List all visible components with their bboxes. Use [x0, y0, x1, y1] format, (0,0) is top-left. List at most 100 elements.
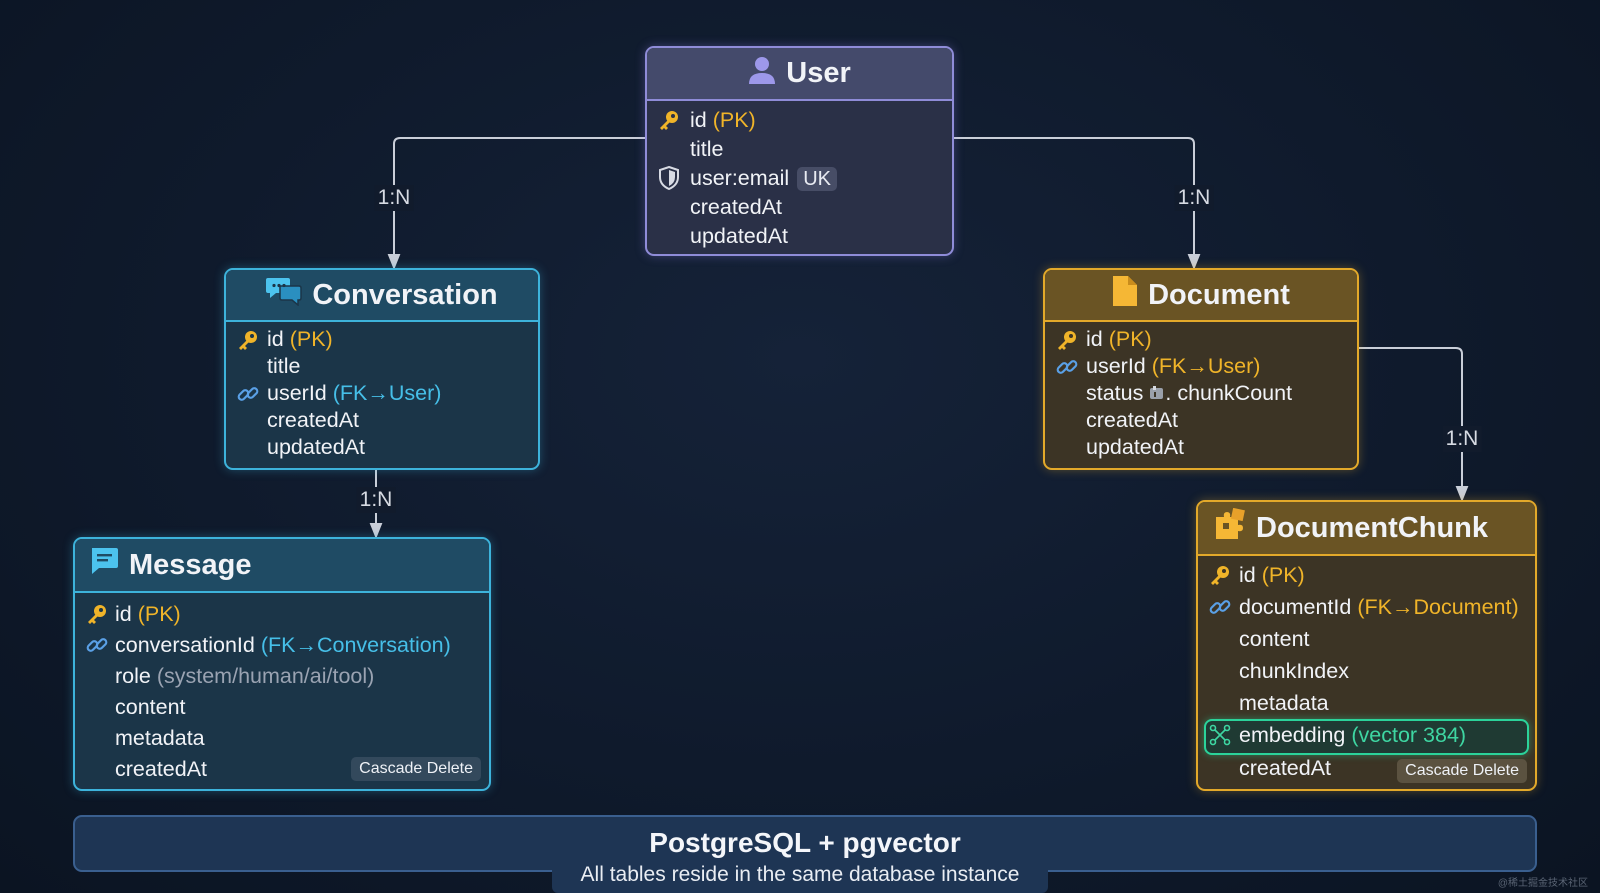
message-field-id-name: id	[115, 602, 132, 626]
entity-document-title: Document	[1148, 278, 1290, 311]
user-field-email: user:email UK	[647, 163, 952, 193]
key-icon	[1055, 328, 1079, 352]
entity-message-header: Message	[75, 539, 489, 593]
chunk-field-metadata-name: metadata	[1239, 691, 1329, 715]
cascade-delete-badge: Cascade Delete	[1397, 759, 1527, 783]
entity-user[interactable]: User id (PK) title user:email UK createdA…	[645, 46, 954, 256]
embedding-highlight	[1204, 719, 1529, 755]
conversation-field-id-note: (PK)	[289, 327, 333, 351]
vector-icon	[1208, 723, 1232, 747]
chunk-field-createdat-name: createdAt	[1239, 756, 1332, 780]
message-field-metadata-name: metadata	[115, 726, 205, 750]
relation-label-conversation-message: 1:N	[356, 487, 396, 513]
user-field-updatedat-name: updatedAt	[690, 223, 789, 248]
message-field-createdat-name: createdAt	[115, 757, 208, 781]
conversation-field-title-name: title	[267, 354, 301, 378]
document-field-status-name: status	[1086, 381, 1144, 405]
chat-bubbles-icon	[266, 276, 303, 314]
message-field-conversationid-name: conversationId	[115, 633, 255, 657]
user-field-id-note: (PK)	[712, 107, 756, 132]
user-icon	[748, 55, 776, 93]
message-field-role-note: (system/human/ai/tool)	[156, 664, 375, 688]
conversation-field-createdat-name: createdAt	[267, 408, 360, 432]
chunk-field-documentid: documentId (FK→Document)	[1198, 592, 1535, 623]
user-field-title-name: title	[690, 136, 724, 161]
link-icon	[1208, 595, 1232, 619]
key-icon	[1208, 563, 1232, 587]
counter-icon	[1149, 381, 1165, 405]
entity-message-title: Message	[129, 548, 252, 581]
puzzle-icon	[1214, 507, 1246, 548]
chunk-field-createdat: createdAt	[1198, 753, 1535, 784]
chunk-field-id-name: id	[1239, 563, 1256, 587]
footer-title: PostgreSQL + pgvector	[649, 827, 961, 858]
conversation-field-createdat: createdAt	[226, 407, 538, 434]
key-icon	[85, 602, 109, 626]
entity-documentchunk-header: DocumentChunk	[1198, 502, 1535, 556]
chunk-field-embedding-note: (vector 384)	[1351, 723, 1467, 747]
document-field-updatedat: updatedAt	[1045, 434, 1357, 461]
relation-label-user-conversation: 1:N	[374, 185, 414, 211]
document-field-createdat-name: createdAt	[1086, 408, 1179, 432]
watermark: @稀土掘金技术社区	[1497, 878, 1588, 889]
entity-user-header: User	[647, 48, 952, 101]
chunk-field-chunkindex-name: chunkIndex	[1239, 659, 1349, 683]
user-field-id: id (PK)	[647, 105, 952, 135]
chunk-field-metadata: metadata	[1198, 688, 1535, 719]
message-icon	[89, 546, 119, 584]
message-field-createdat: createdAt	[75, 754, 489, 785]
conversation-field-id: id (PK)	[226, 326, 538, 353]
message-field-content-name: content	[115, 695, 186, 719]
chunk-field-documentid-name: documentId	[1239, 595, 1352, 619]
key-icon	[236, 328, 260, 352]
conversation-field-userid: userId (FK→User)	[226, 380, 538, 407]
document-field-userid-note: (FK→User)	[1151, 354, 1261, 378]
message-field-role-name: role	[115, 664, 151, 688]
chunk-field-embedding: embedding (vector 384)	[1198, 720, 1535, 751]
link-icon	[85, 633, 109, 657]
connector-user-document	[954, 137, 1201, 270]
entity-message[interactable]: Message id (PK) conversationId (FK→Conve…	[73, 537, 491, 791]
conversation-field-updatedat-name: updatedAt	[267, 435, 366, 459]
entity-documentchunk[interactable]: DocumentChunk id (PK) documentId (FK→Doc…	[1196, 500, 1537, 791]
footer-subtitle: All tables reside in the same database i…	[552, 862, 1048, 893]
chunk-field-documentid-note: (FK→Document)	[1357, 595, 1519, 619]
conversation-field-updatedat: updatedAt	[226, 434, 538, 461]
entity-document[interactable]: Document id (PK) userId (FK→User) status…	[1043, 268, 1359, 470]
conversation-field-userid-name: userId	[267, 381, 327, 405]
message-field-id-note: (PK)	[137, 602, 181, 626]
entity-document-header: Document	[1045, 270, 1357, 322]
relation-label-user-document: 1:N	[1174, 185, 1214, 211]
unique-key-badge: UK	[797, 166, 837, 191]
link-icon	[1055, 355, 1079, 379]
document-field-id-note: (PK)	[1108, 327, 1152, 351]
message-field-role: role (system/human/ai/tool)	[75, 661, 489, 692]
cascade-delete-badge: Cascade Delete	[351, 757, 481, 781]
user-field-updatedat: updatedAt	[647, 221, 952, 251]
connector-user-conversation	[387, 137, 645, 270]
document-icon	[1112, 275, 1138, 315]
chunk-field-embedding-name: embedding	[1239, 723, 1346, 747]
entity-documentchunk-title: DocumentChunk	[1256, 511, 1488, 544]
document-field-createdat: createdAt	[1045, 407, 1357, 434]
document-field-id-name: id	[1086, 327, 1103, 351]
document-field-userid-name: userId	[1086, 354, 1146, 378]
user-field-id-name: id	[690, 107, 707, 132]
document-field-updatedat-name: updatedAt	[1086, 435, 1185, 459]
conversation-field-title: title	[226, 353, 538, 380]
chunk-field-id-note: (PK)	[1261, 563, 1305, 587]
user-field-createdat: createdAt	[647, 192, 952, 222]
entity-conversation-title: Conversation	[312, 278, 498, 311]
user-field-email-name: user:email	[690, 165, 790, 190]
entity-conversation[interactable]: Conversation id (PK) title userId (FK→Us…	[224, 268, 540, 470]
relation-label-document-chunk: 1:N	[1442, 426, 1482, 452]
conversation-field-userid-note: (FK→User)	[332, 381, 442, 405]
entity-user-title: User	[786, 57, 851, 89]
connector-document-chunk	[1359, 347, 1469, 502]
message-field-metadata: metadata	[75, 723, 489, 754]
message-field-conversationid: conversationId (FK→Conversation)	[75, 630, 489, 661]
chunk-field-content-name: content	[1239, 627, 1310, 651]
shield-icon	[657, 166, 681, 190]
chunk-field-id: id (PK)	[1198, 560, 1535, 591]
document-field-chunkcount-name: chunkCount	[1177, 381, 1293, 405]
